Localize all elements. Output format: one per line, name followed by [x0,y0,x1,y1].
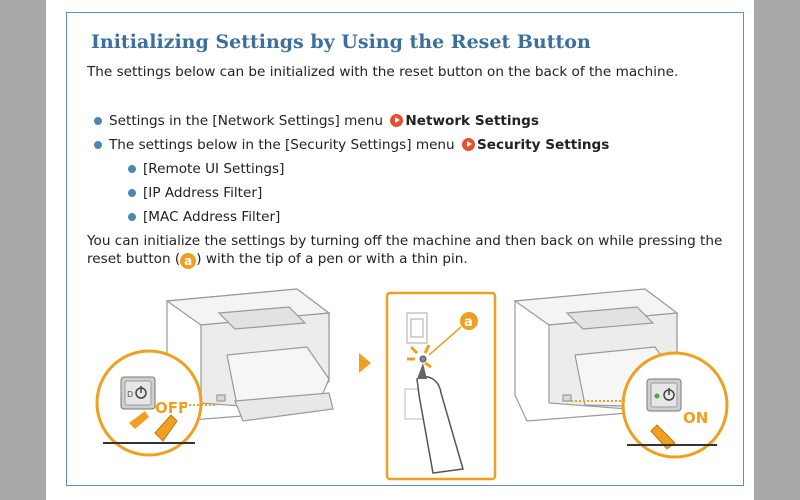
page: Initializing Settings by Using the Reset… [46,0,754,500]
section-title: Initializing Settings by Using the Reset… [91,31,591,53]
sub-item-text: [Remote UI Settings] [143,161,285,177]
content-frame: Initializing Settings by Using the Reset… [66,12,744,486]
outro-text: You can initialize the settings by turni… [87,232,727,269]
sub-item-mac-filter: [MAC Address Filter] [127,205,609,229]
reset-procedure-illustration: D OFF a [95,288,729,481]
list-item-text: The settings below in the [Security Sett… [109,137,459,153]
list-item-security: The settings below in the [Security Sett… [93,133,609,157]
step-arrow-icon [359,353,371,373]
settings-list: Settings in the [Network Settings] menu … [93,109,609,229]
outro-text-before: You can initialize the settings by turni… [87,233,723,267]
intro-text: The settings below can be initialized wi… [87,64,679,80]
bullet-icon [128,189,136,197]
reset-button-badge: a [180,253,197,269]
on-label: ON [683,409,708,427]
off-label: OFF [155,399,188,417]
power-off-zoom: D OFF [95,349,217,457]
list-item-text: Settings in the [Network Settings] menu [109,113,388,129]
sub-item-remote-ui: [Remote UI Settings] [127,157,609,181]
bullet-icon [94,141,102,149]
link-arrow-icon[interactable] [462,138,475,151]
list-item-network: Settings in the [Network Settings] menu … [93,109,609,133]
sub-item-text: [MAC Address Filter] [143,209,281,225]
power-on-zoom: ON [571,351,729,459]
bullet-icon [94,117,102,125]
sub-item-ip-filter: [IP Address Filter] [127,181,609,205]
reset-button-zoom: a [385,291,497,481]
sub-item-text: [IP Address Filter] [143,185,263,201]
bullet-icon [128,213,136,221]
security-settings-link[interactable]: Security Settings [477,137,610,153]
printer-left-illustration [165,288,334,422]
bullet-icon [128,165,136,173]
outro-text-after: ) with the tip of a pen or with a thin p… [196,251,468,267]
svg-text:D: D [127,390,133,399]
callout-badge: a [464,315,473,330]
network-settings-link[interactable]: Network Settings [405,113,539,129]
link-arrow-icon[interactable] [390,114,404,127]
